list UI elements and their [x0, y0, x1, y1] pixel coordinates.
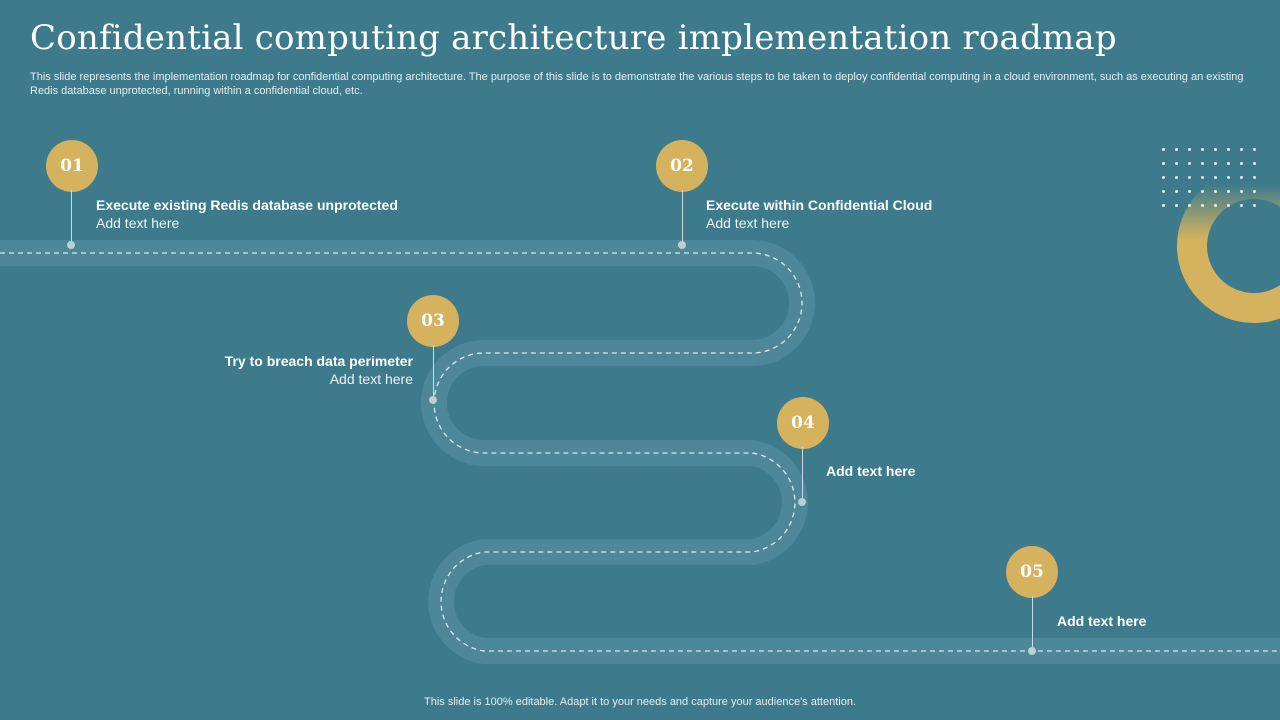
step-01-body: Add text here: [96, 215, 180, 231]
step-05-badge: 05: [1006, 546, 1058, 598]
step-04-pin-dot: [798, 498, 806, 506]
step-03-body: Add text here: [329, 371, 413, 387]
step-03-text: Try to breach data perimeter Add text he…: [113, 352, 413, 388]
road-band: [0, 240, 1280, 664]
step-02-pin-line: [682, 190, 683, 245]
step-03-pin-dot: [429, 396, 437, 404]
step-01-heading: Execute existing Redis database unprotec…: [96, 197, 398, 213]
decorative-ring: [1177, 169, 1280, 323]
step-01-badge: 01: [46, 140, 98, 192]
slide-title: Confidential computing architecture impl…: [30, 18, 1117, 58]
step-05-pin-dot: [1028, 647, 1036, 655]
step-02-badge: 02: [656, 140, 708, 192]
step-01-pin-line: [71, 190, 72, 245]
step-05-pin-line: [1032, 596, 1033, 651]
step-05-text: Add text here: [1057, 612, 1146, 630]
step-02-body: Add text here: [706, 215, 790, 231]
step-04-heading: Add text here: [826, 463, 916, 479]
step-04-pin-line: [802, 447, 803, 502]
step-01-text: Execute existing Redis database unprotec…: [96, 196, 398, 232]
slide-footer: This slide is 100% editable. Adapt it to…: [424, 696, 856, 708]
step-03-heading: Try to breach data perimeter: [224, 353, 413, 369]
step-02-pin-dot: [678, 241, 686, 249]
step-02-heading: Execute within Confidential Cloud: [706, 197, 933, 213]
step-03-badge: 03: [407, 295, 459, 347]
step-02-text: Execute within Confidential Cloud Add te…: [706, 196, 932, 232]
slide-subtitle: This slide represents the implementation…: [30, 71, 1244, 97]
step-04-badge: 04: [777, 397, 829, 449]
step-03-pin-line: [433, 345, 434, 400]
step-01-pin-dot: [67, 241, 75, 249]
step-04-text: Add text here: [826, 462, 915, 480]
step-05-heading: Add text here: [1057, 613, 1147, 629]
road-centerline: [0, 252, 1280, 652]
